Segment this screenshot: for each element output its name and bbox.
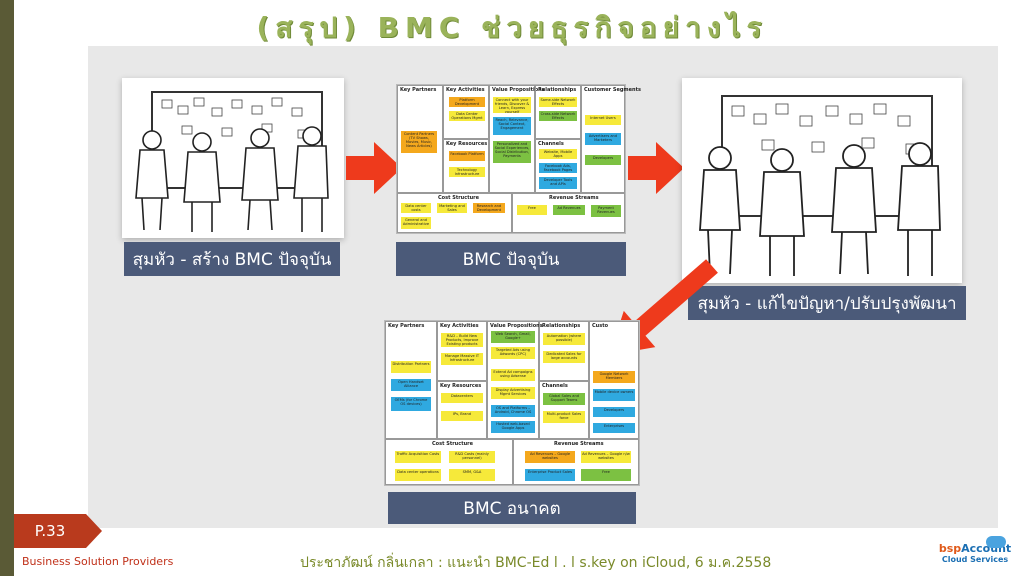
sticky-note: Extend Ad campaigns using Adsense [491,369,535,381]
sticky-note: Developer Tools and APIs [539,177,577,189]
bmc-current-channels: Channels [535,139,581,193]
sticky-note: Enterprises [593,423,635,433]
sticky-note: Payment Revenues [591,205,621,217]
sticky-note: OEMs (for Chrome OS devices) [391,397,431,411]
sticky-note: Internet Users [585,115,621,125]
bmc-future-relationships: Relationships [539,321,589,381]
sticky-note: Research and Development [473,203,505,213]
sticky-note: Mobile device owners [593,389,635,401]
sticky-note: Automation (where possible) [543,333,585,345]
step-caption-4: BMC อนาคต [388,492,636,524]
brand-logo: bspAccount Cloud Services [930,536,1020,574]
bmc-current-key-resources: Key Resources [443,139,489,193]
page-number: P.33 [14,514,102,548]
sticky-note: Multi-product Sales force [543,411,585,423]
sticky-note: Display Advertising Mgmt Services [491,387,535,399]
bmc-future-cost-structure: Cost Structure [385,439,513,485]
bmc-current-relationships: Relationships [535,85,581,139]
sticky-note: Developers [585,155,621,165]
sticky-note: Free [581,469,631,481]
bmc-future-key-partners: Key Partners [385,321,437,439]
bmc-future-key-activities: Key Activities [437,321,487,381]
logo-subtitle: Cloud Services [941,555,1009,564]
sticky-note: Platform Development [449,97,485,107]
sticky-note: Global Sales and Support Teams [543,393,585,405]
bmc-future-revenue-streams: Revenue Streams [513,439,639,485]
sticky-note: Technology Infrastructure [449,167,485,177]
sticky-note: Traffic Acquisition Costs [395,451,441,463]
sticky-note: R&D – Build New Products, Improve Existi… [441,333,483,347]
sticky-note: Ad Revenues [553,205,585,215]
sticky-note: Targeted Ads using Adwords (CPC) [491,347,535,359]
footer-company: Business Solution Providers [22,555,174,568]
bmc-future-customer-segments: Custo [589,321,639,439]
sticky-note: Same-side Network Effects [539,97,577,107]
sticky-note: IPs, Brand [441,411,483,421]
sticky-note: Enterprise Product Sales [525,469,575,481]
bmc-current-cost-structure: Cost Structure [397,193,512,233]
sticky-note: Personalized and Social Experiences, Soc… [493,141,531,163]
left-accent-band [0,0,14,576]
sticky-note: Website, Mobile Apps [539,149,577,159]
bmc-future-key-resources: Key Resources [437,381,487,439]
sticky-note: Distribution Partners [391,361,431,373]
sticky-note: Dedicated Sales for large accounts [543,351,585,363]
sticky-note: Content Partners (TV Shows, Movies, Musi… [401,131,437,153]
sticky-note: OS and Platforms – Android, Chrome OS [491,405,535,417]
sticky-note: Ad Revenues – Google websites [525,451,575,463]
bmc-current-customer-segments: Customer Segments [581,85,641,193]
bmc-future-canvas: Key Partners Key Activities Key Resource… [384,320,640,486]
bmc-future-channels: Channels [539,381,589,439]
step-caption-3: สุมหัว - แก้ไขปัญหา/ปรับปรุงพัฒนา [688,286,966,320]
sticky-note: Datacenters [441,393,483,403]
sticky-note: Facebook Platform [449,151,485,161]
bmc-current-revenue-streams: Revenue Streams [512,193,625,233]
sticky-note: Web Search, Gmail, Google+ [491,331,535,343]
bmc-current-key-partners: Key Partners [397,85,443,193]
sticky-note: Cross-side Network Effects [539,111,577,121]
bmc-current-value-propositions: Value Propositions [489,85,545,193]
meeting-sketch-2 [682,78,962,283]
slide-title: (สรุป) BMC ช่วยธุรกิจอย่างไร [256,11,768,44]
sticky-note: Free [517,205,547,215]
arrow-right-icon [346,142,402,194]
step-caption-2: BMC ปัจจุบัน [396,242,626,276]
sticky-note: SMM, G&A [449,469,495,481]
sticky-note: Ad Revenues – Google n/w websites [581,451,631,463]
cloud-icon [986,536,1006,548]
sticky-note: Facebook Ads, Facebook Pages [539,163,577,173]
sticky-note: Open Handset Alliance [391,379,431,391]
sticky-note: R&D Costs (mainly personnel) [449,451,495,463]
sticky-note: Reach, Relevance, Social Context, Engage… [493,117,531,135]
meeting-sketch-image [135,91,329,232]
sticky-note: Data center costs [401,203,431,213]
footer-credit: ประชาภัฒน์ กลิ่นเกลา : แนะนำ BMC-Ed l . … [300,555,772,571]
sticky-note: Google Network Members [593,371,635,383]
sticky-note: Connect with your friends, Discover & Le… [493,97,531,113]
sticky-note: Data Center Operations Mgmt [449,111,485,121]
bmc-current-key-activities: Key Activities [443,85,489,139]
sticky-note: Data center operations [395,469,441,481]
meeting-sketch-image [699,95,941,276]
meeting-sketch-1 [122,78,344,238]
sticky-note: Advertisers and Marketers [585,133,621,145]
sticky-note: Developers [593,407,635,417]
logo-brand-a: bsp [938,542,962,555]
sticky-note: Marketing and Sales [437,203,467,213]
bmc-future-value-propositions: Value Propositions [487,321,543,439]
sticky-note: Manage Massive IT Infrastructure [441,353,483,365]
sticky-note: Hosted web-based Google Apps [491,421,535,433]
step-caption-1: สุมหัว - สร้าง BMC ปัจจุบัน [124,242,340,276]
arrow-right-icon [628,142,684,194]
bmc-current-canvas: Key Partners Key Activities Key Resource… [396,84,641,234]
sticky-note: General and Administrative [401,217,431,229]
